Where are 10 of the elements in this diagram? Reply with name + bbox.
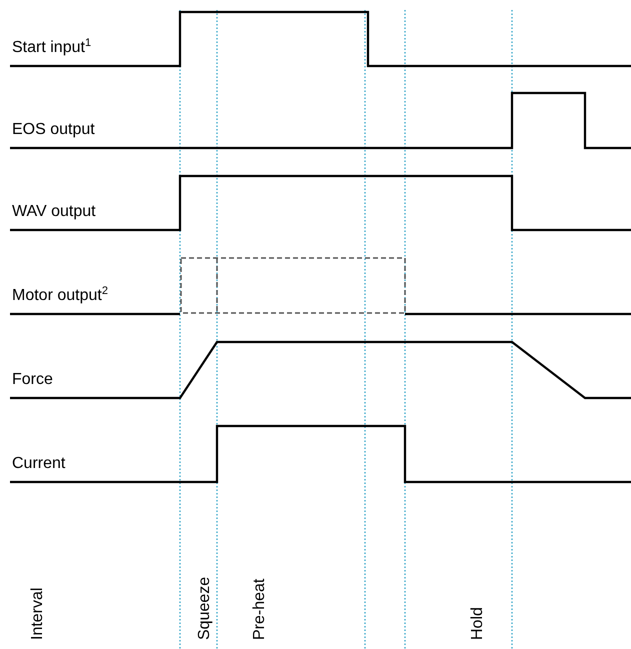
signal-name: Start input$^{1}$ xyxy=(12,39,92,57)
signal-name: Force xyxy=(12,371,53,389)
phase-label: Hold xyxy=(469,607,487,640)
signal-name: EOS output xyxy=(12,121,95,139)
phase-label: Interval xyxy=(29,588,47,640)
signal-name: WAV output xyxy=(12,203,96,221)
phase-label: Squeeze xyxy=(196,576,214,640)
signal-name: Motor output$^{2}$ xyxy=(12,287,108,305)
phase-label: Pre-heat xyxy=(251,578,269,640)
signal-name: Current xyxy=(12,455,66,473)
